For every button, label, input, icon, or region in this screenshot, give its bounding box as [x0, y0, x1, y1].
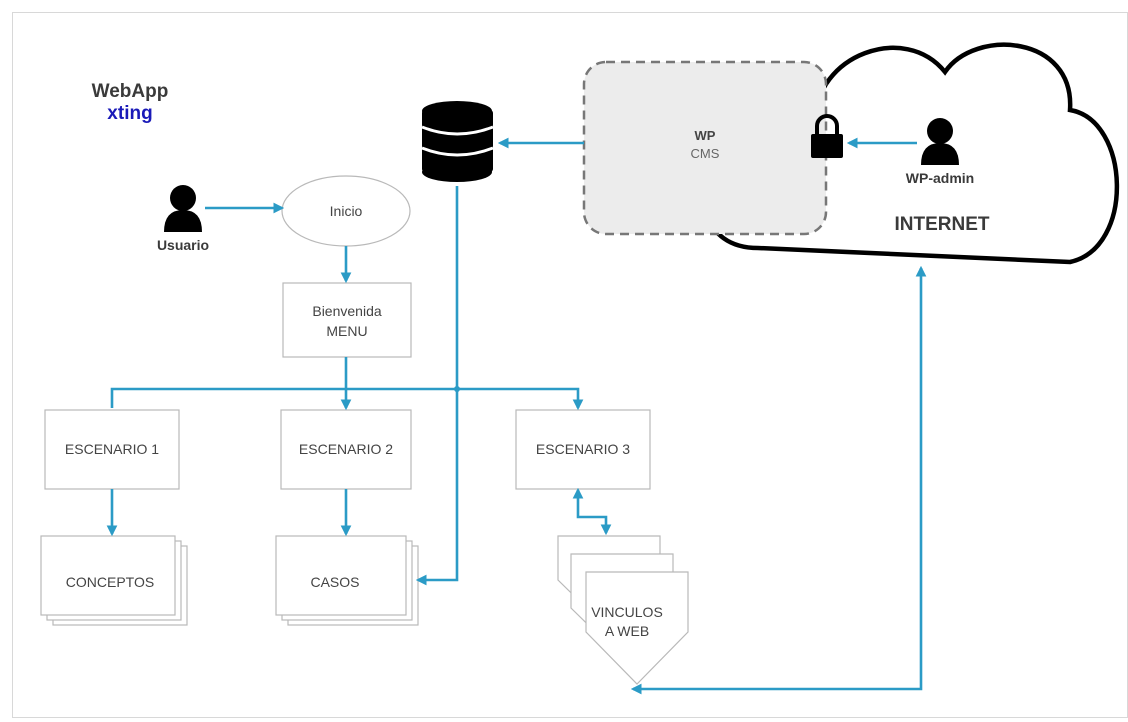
bienvenida-node — [282, 282, 412, 358]
wp-cms-box — [582, 60, 828, 236]
escenario-3-label: ESCENARIO 3 — [536, 441, 630, 457]
inicio-label: Inicio — [330, 203, 363, 219]
user-label: Usuario — [157, 237, 209, 253]
internet-label: INTERNET — [895, 214, 990, 235]
bienvenida-label: Bienvenida — [312, 303, 381, 319]
user-icon — [164, 185, 202, 232]
connectors — [106, 137, 927, 695]
admin-label: WP-admin — [906, 170, 974, 186]
cms-subtitle: CMS — [691, 146, 720, 161]
conceptos-label: CONCEPTOS — [66, 574, 154, 590]
escenario-1-node — [44, 409, 180, 490]
escenario-2-label: ESCENARIO 2 — [299, 441, 393, 457]
casos-label: CASOS — [310, 574, 359, 590]
menu-label: MENU — [326, 323, 367, 339]
cms-title: WP — [695, 128, 716, 143]
a-web-label: A WEB — [605, 623, 649, 639]
database-icon — [421, 101, 494, 182]
escenario-2-node — [280, 409, 412, 490]
escenario-1-label: ESCENARIO 1 — [65, 441, 159, 457]
admin-user-icon — [921, 118, 959, 165]
lock-icon — [811, 114, 843, 158]
casos-document-stack — [275, 535, 419, 626]
conceptos-document-stack — [40, 535, 188, 626]
brand-subtitle: xting — [107, 103, 152, 124]
vinculos-label: VINCULOS — [591, 604, 663, 620]
brand-title: WebApp — [92, 81, 169, 102]
